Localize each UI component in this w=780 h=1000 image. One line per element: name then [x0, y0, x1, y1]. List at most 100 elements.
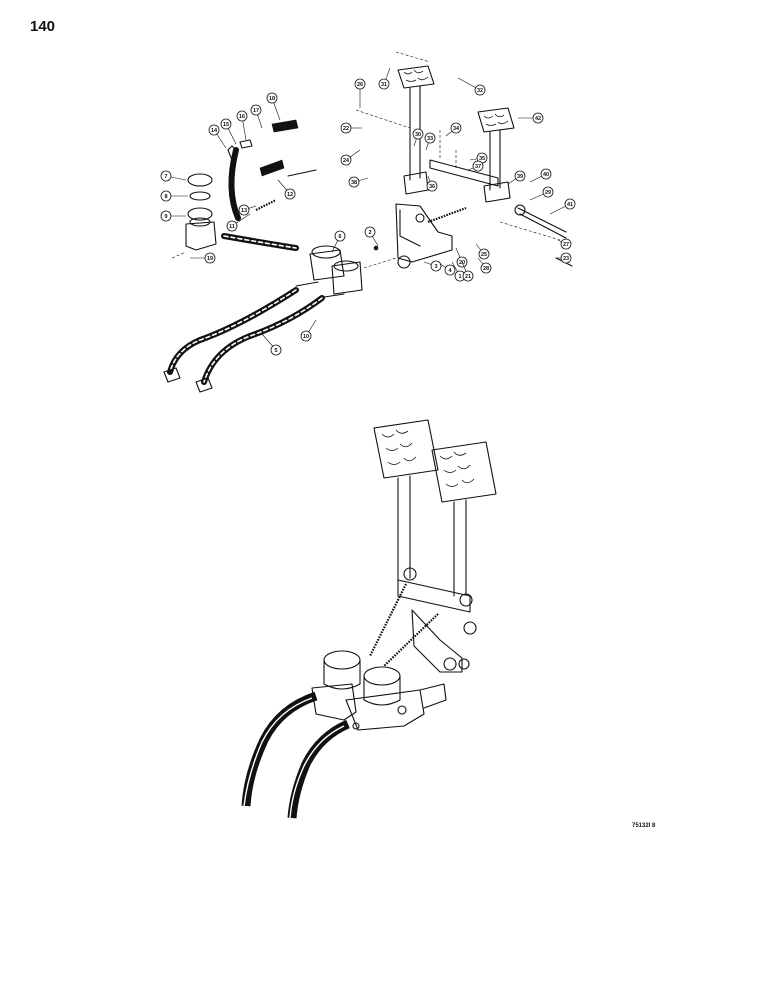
- callout-circle: [478, 248, 490, 260]
- callout-number: 23: [563, 256, 569, 262]
- callout-38: 38: [348, 176, 369, 188]
- exploded-reservoir-parts: [185, 119, 317, 251]
- callout-circle: [472, 160, 484, 172]
- callout-number: 41: [567, 202, 573, 208]
- callout-circle: [532, 112, 544, 124]
- callout-circle: [564, 198, 576, 210]
- callout-number: 6: [338, 234, 341, 240]
- assembled-brake-hoses: [241, 691, 350, 819]
- callout-circle: [560, 238, 572, 250]
- callout-21: 21: [461, 261, 474, 282]
- callout-circle: [226, 220, 238, 232]
- exploded-leaders: [171, 51, 561, 269]
- callout-number: 2: [368, 230, 371, 236]
- callout-number: 32: [477, 88, 483, 94]
- callout-number: 5: [274, 348, 277, 354]
- callout-number: 33: [427, 136, 433, 142]
- callout-2: 2: [364, 226, 379, 247]
- callout-11: 11: [226, 213, 251, 232]
- callout-10: 10: [300, 319, 317, 342]
- callout-circle: [354, 78, 366, 90]
- callout-number: 40: [543, 172, 549, 178]
- callout-5: 5: [261, 333, 282, 356]
- callout-circle: [266, 92, 278, 104]
- callout-27: 27: [557, 238, 572, 250]
- callout-number: 21: [465, 274, 471, 280]
- callout-circle: [430, 260, 442, 272]
- callout-number: 20: [459, 260, 465, 266]
- callout-number: 31: [381, 82, 387, 88]
- callout-circle: [238, 204, 250, 216]
- callout-7: 7: [160, 170, 187, 182]
- callout-number: 42: [535, 116, 541, 122]
- callout-26: 26: [354, 78, 366, 108]
- callout-40: 40: [529, 168, 552, 183]
- callout-circle: [378, 78, 390, 90]
- callout-9: 9: [160, 210, 186, 222]
- callout-circle: [208, 124, 220, 136]
- callout-number: 13: [241, 208, 247, 214]
- callout-number: 38: [351, 180, 357, 186]
- callout-circle: [160, 170, 172, 182]
- callout-number: 4: [448, 268, 452, 274]
- callout-8: 8: [160, 190, 188, 202]
- callout-number: 35: [479, 156, 485, 162]
- callout-circle: [220, 118, 232, 130]
- callout-42: 42: [518, 112, 544, 124]
- callout-circle: [340, 154, 352, 166]
- callout-41: 41: [549, 198, 576, 215]
- callout-number: 29: [545, 190, 551, 196]
- page-number: 140: [30, 18, 56, 35]
- callout-33: 33: [424, 132, 436, 151]
- assembled-brake-pedal-left: [373, 419, 439, 581]
- callout-circle: [424, 132, 436, 144]
- callout-37: 37: [467, 160, 484, 172]
- callout-number: 22: [343, 126, 349, 132]
- callout-12: 12: [277, 179, 296, 200]
- callout-4: 4: [439, 263, 456, 276]
- callout-number: 7: [164, 174, 167, 180]
- callout-17: 17: [250, 104, 263, 129]
- callout-circle: [204, 252, 216, 264]
- callout-number: 30: [415, 132, 421, 138]
- callout-number: 28: [483, 266, 489, 272]
- callout-circle: [560, 252, 572, 264]
- exploded-pedal-bracket: [395, 159, 573, 269]
- callout-36: 36: [426, 175, 438, 192]
- callout-number: 36: [429, 184, 435, 190]
- callout-circle: [348, 176, 360, 188]
- callout-circle: [412, 128, 424, 140]
- callout-number: 11: [229, 224, 235, 230]
- callout-number: 8: [164, 194, 167, 200]
- callout-circle: [450, 122, 462, 134]
- callout-18: 18: [266, 92, 281, 121]
- callout-number: 16: [239, 114, 245, 120]
- callout-circle: [444, 264, 456, 276]
- callout-30: 30: [412, 128, 424, 147]
- callout-22: 22: [340, 122, 362, 134]
- callout-15: 15: [220, 118, 237, 145]
- callout-number: 37: [475, 164, 481, 170]
- callout-number: 39: [517, 174, 523, 180]
- assembled-brake-pedal-right: [431, 441, 497, 597]
- callout-number: 27: [563, 242, 569, 248]
- callout-32: 32: [457, 77, 486, 96]
- callout-number: 12: [287, 192, 293, 198]
- callout-circle: [160, 210, 172, 222]
- callout-circle: [364, 226, 376, 238]
- callout-3: 3: [423, 260, 442, 272]
- exploded-callouts: 1234567891011121314151617181920212223242…: [160, 67, 576, 356]
- callout-25: 25: [475, 243, 490, 260]
- callout-31: 31: [378, 67, 391, 90]
- callout-circle: [542, 186, 554, 198]
- callout-number: 25: [481, 252, 487, 258]
- callout-circle: [480, 262, 492, 274]
- callout-number: 10: [303, 334, 309, 340]
- callout-13: 13: [238, 204, 257, 216]
- figure-code: 75132I 8: [632, 823, 656, 829]
- callout-28: 28: [477, 257, 492, 274]
- callout-number: 19: [207, 256, 213, 262]
- callout-circle: [270, 344, 282, 356]
